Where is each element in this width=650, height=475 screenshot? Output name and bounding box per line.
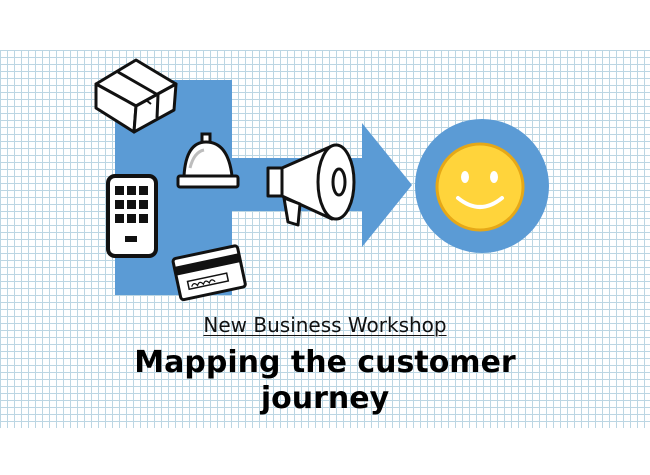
tablet-icon (106, 174, 158, 258)
service-bell-icon (176, 132, 240, 189)
subtitle-text: New Business Workshop (203, 313, 447, 337)
smiley-face-icon (435, 142, 525, 232)
title-line-2: journey (260, 381, 390, 416)
package-box-icon (94, 58, 178, 134)
credit-card-icon (171, 244, 247, 302)
arrow-icon (362, 123, 412, 247)
megaphone-icon (266, 143, 356, 227)
title-line-1: Mapping the customer (134, 345, 516, 380)
slide-subtitle: New Business Workshop (0, 313, 650, 337)
slide-title: Mapping the customer journey (0, 345, 650, 417)
